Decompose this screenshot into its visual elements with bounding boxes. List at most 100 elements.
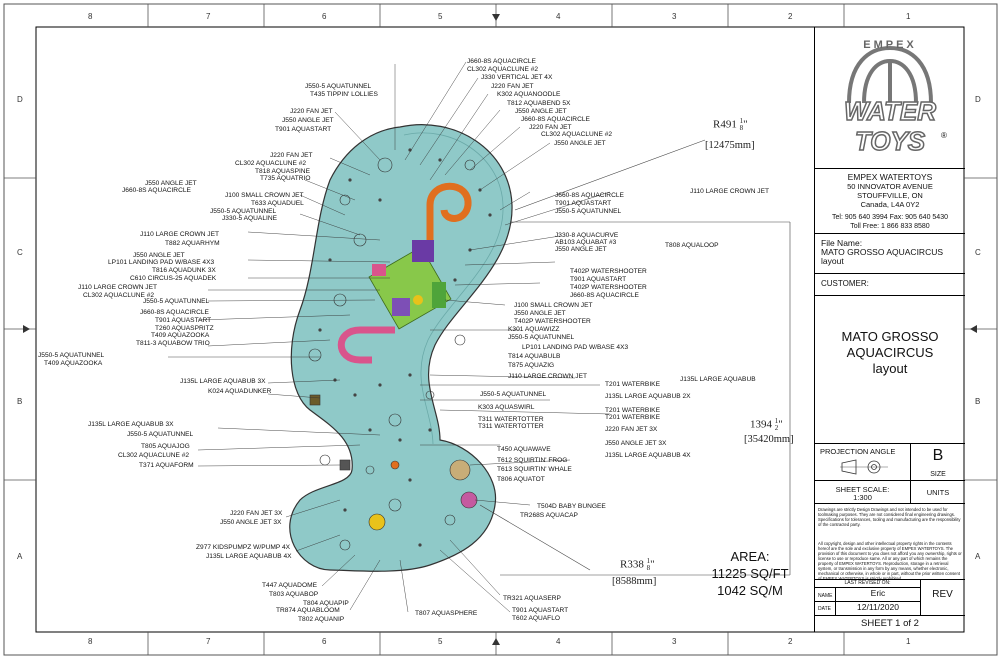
callout-label: T612 SQUIRTIN' FROG (497, 457, 568, 464)
dim-value: R338 (620, 558, 644, 571)
callout-label: J135L LARGE AQUABUB (680, 376, 756, 383)
dimension-radius-bottom-mm: [8588mm] (612, 576, 657, 587)
name-value: Eric (870, 588, 886, 598)
tb-divider (815, 273, 965, 274)
callout-label: T402P WATERSHOOTER (514, 318, 591, 325)
callout-label: T201 WATERBIKE (605, 414, 660, 421)
project-title-3: layout (872, 361, 908, 376)
callout-label: T260 AQUASPRITZ (155, 325, 214, 332)
callout-label: J135L LARGE AQUABUB 4X (605, 452, 691, 459)
date-label: DATE (818, 606, 831, 612)
dim-frac-num: 1 (774, 417, 779, 425)
callout-label: T504D BABY BUNGEE (537, 503, 606, 510)
callout-label: J550 ANGLE JET (145, 180, 197, 187)
callout-label: J110 LARGE CROWN JET (140, 231, 220, 238)
outer-border (3, 3, 998, 656)
callout-label: J550 ANGLE JET (282, 117, 334, 124)
tb-divider (815, 168, 965, 169)
callout-label: TR321 AQUASERP (503, 595, 561, 602)
callout-label: J550 ANGLE JET (514, 310, 566, 317)
callout-label: T802 AQUANIP (298, 616, 345, 623)
callout-label: T435 TIPPIN' LOLLIES (310, 91, 378, 98)
callout-label: LP101 LANDING PAD W/BASE 4X3 (108, 259, 215, 266)
company-name: EMPEX WATERTOYS (847, 172, 933, 182)
area-sqm: 1042 SQ/M (717, 583, 783, 598)
file-name-2: layout (821, 256, 844, 266)
callout-label: T901 AQUASTART (275, 126, 332, 133)
callout-label: J550 ANGLE JET 3X (220, 519, 282, 526)
size-label: SIZE (930, 471, 946, 478)
grid-row-d-right: D (975, 95, 981, 104)
callout-label: J550-5 AQUATUNNEL (127, 431, 194, 438)
callout-label: J550-5 AQUATUNNEL (305, 83, 372, 90)
dim-frac-den: 2 (774, 424, 779, 432)
file-name-label: File Name: (821, 238, 863, 248)
company-tel: Tel: 905 640 3994 Fax: 905 640 5430 (832, 214, 948, 221)
tb-divider (815, 615, 965, 616)
callout-label: T409 AQUAZOOKA (151, 332, 210, 339)
grid-row-d-left: D (17, 95, 23, 104)
inner-border (35, 26, 965, 633)
tb-divider (815, 503, 965, 504)
water-slide-pink (337, 326, 395, 364)
callout-label: AB103 AQUABAT #3 (555, 239, 617, 246)
grid-col-7-top: 7 (206, 12, 211, 21)
callout-label: J550-5 AQUATUNNEL (508, 334, 575, 341)
grid-col-5-top: 5 (438, 12, 443, 21)
callout-label: T311 WATERTOTTER (478, 423, 544, 430)
center-marks (23, 14, 977, 645)
grid-col-1-top: 1 (906, 12, 911, 21)
callout-label: J135L LARGE AQUABUB 2X (605, 393, 691, 400)
callout-label: T882 AQUARHYM (165, 240, 220, 247)
customer-label: CUSTOMER: (821, 279, 869, 288)
tb-divider (815, 443, 965, 444)
callout-label: J100 SMALL CROWN JET (225, 192, 304, 199)
callout-label: J135L LARGE AQUABUB 4X (206, 553, 292, 560)
dimension-radius-bottom: R338 1 8 " (620, 558, 655, 572)
tb-divider (815, 579, 965, 580)
grid-row-b-right: B (975, 397, 981, 406)
callout-label: J220 FAN JET 3X (230, 510, 283, 517)
callout-label: CL302 AQUACLUNE #2 (118, 452, 190, 459)
callout-label: T805 AQUAJOG (141, 443, 190, 450)
callout-label: C610 CIRCUS-25 AQUADEK (130, 275, 217, 282)
sheet-scale-label: SHEET SCALE: (835, 485, 890, 494)
dim-value: 1394 (750, 418, 772, 431)
dim-frac-num: 1 (646, 557, 651, 565)
deck-platform (368, 246, 452, 330)
callout-label: T602 AQUAFLO (512, 615, 561, 622)
logo-top-text: EMPEX (863, 39, 917, 51)
grid-row-c-right: C (975, 248, 981, 257)
dim-unit: " (650, 558, 655, 571)
dim-value: R491 (713, 118, 737, 131)
deck-bucket (413, 295, 423, 305)
play-structure (337, 182, 472, 364)
callout-label: J550-5 AQUATUNNEL (38, 352, 105, 359)
area-label: AREA: (730, 549, 770, 564)
callout-label: J100 SMALL CROWN JET (514, 302, 593, 309)
sheet-number: SHEET 1 of 2 (861, 618, 919, 629)
grid-col-2-top: 2 (788, 12, 793, 21)
dimension-height-mm: [35420mm] (744, 434, 794, 445)
callout-label: J330-8 AQUACURVE (555, 232, 619, 239)
pool-outline (289, 124, 513, 572)
grid-col-7-bottom: 7 (206, 637, 211, 646)
callout-label: J110 LARGE CROWN JET (508, 373, 588, 380)
grid-col-4-bottom: 4 (556, 637, 561, 646)
file-name: MATO GROSSO AQUACIRCUS (821, 247, 944, 257)
callout-label: J550-5 AQUATUNNEL (480, 391, 547, 398)
dim-frac-den: 8 (646, 564, 651, 572)
callout-label: J660-8S AQUACIRCLE (140, 309, 209, 316)
callout-label: T812 AQUABEND 5X (507, 100, 571, 107)
callout-label: J550 ANGLE JET (515, 108, 567, 115)
dim-frac-num: 1 (739, 117, 744, 125)
company-tollfree: Toll Free: 1 866 833 8580 (850, 223, 930, 230)
grid-col-6-top: 6 (322, 12, 327, 21)
disclaimer-design: Drawings are strictly Design Drawings an… (818, 507, 961, 527)
grid-col-1-bottom: 1 (906, 637, 911, 646)
area-sqft: 11225 SQ/FT (711, 566, 789, 581)
callout-label: T402P WATERSHOOTER (570, 284, 647, 291)
callout-label: J550-5 AQUATUNNEL (555, 208, 622, 215)
grid-row-c-left: C (17, 248, 23, 257)
callout-label: T808 AQUALOOP (665, 242, 719, 249)
